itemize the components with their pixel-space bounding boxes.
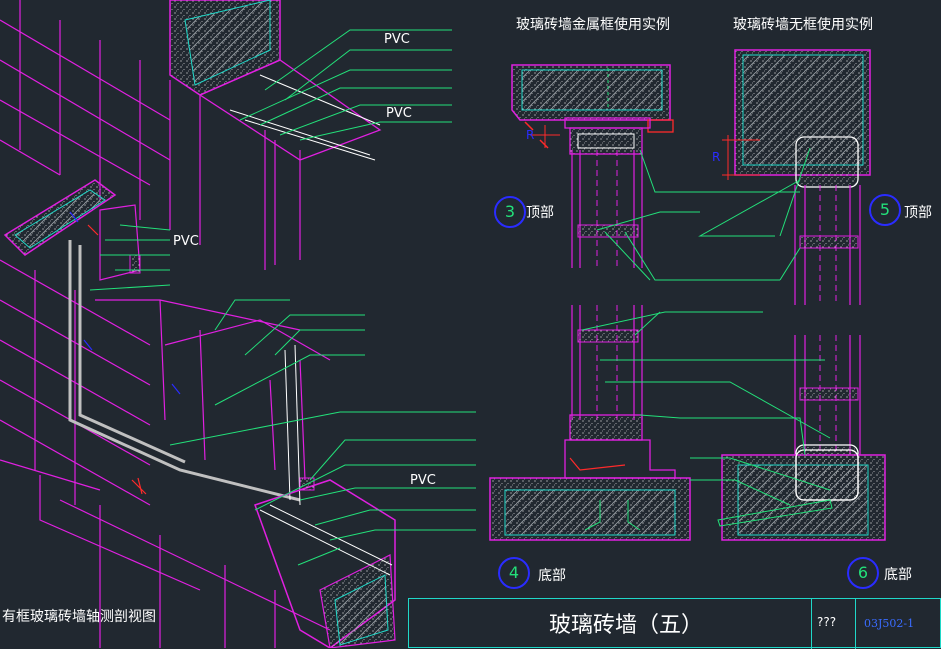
pvc-label: PVC: [384, 32, 410, 47]
metal-frame-heading: 玻璃砖墙金属框使用实例: [516, 17, 670, 33]
bottom-slab: [254, 477, 396, 648]
detail-number-5: 5: [869, 194, 901, 226]
detail-number-6: 6: [847, 557, 879, 589]
detail-3-metal-frame-top: [511, 64, 674, 268]
top-slab: [169, 0, 382, 270]
title-block-divider: [855, 599, 856, 649]
pvc-label: PVC: [410, 473, 436, 488]
pvc-label: PVC: [173, 234, 199, 249]
detail-label-5: 顶部: [904, 205, 932, 221]
detail-5-frameless-top: [722, 49, 871, 305]
detail-label-3: 顶部: [526, 205, 554, 221]
title-block: 玻璃砖墙（五） ??? 03J502-1: [408, 598, 941, 649]
axonometric-leader-lines: [89, 29, 476, 566]
detail-leader-lines: [581, 147, 831, 506]
detail-label-6: 底部: [884, 567, 912, 583]
axonometric-view: [0, 0, 476, 648]
frameless-heading: 玻璃砖墙无框使用实例: [733, 17, 873, 33]
axonometric-caption: 有框玻璃砖墙轴测剖视图: [2, 609, 156, 625]
pvc-label: PVC: [386, 106, 412, 121]
detail-6-frameless-bottom: [717, 335, 886, 541]
dimension-label: R: [526, 128, 535, 142]
detail-4-metal-frame-bottom: [489, 305, 691, 541]
sheet-title: 玻璃砖墙（五）: [549, 613, 704, 638]
mid-slab: [3, 179, 331, 506]
title-block-placeholder: ???: [817, 615, 837, 629]
title-block-divider: [811, 599, 812, 649]
dimension-label: R: [712, 150, 721, 164]
detail-label-4: 底部: [538, 568, 566, 584]
detail-number-4: 4: [498, 557, 530, 589]
atlas-code: 03J502-1: [864, 617, 915, 630]
axonometric-blue-marks: [69, 211, 181, 395]
detail-number-3: 3: [494, 196, 526, 228]
axonometric-dimension-marks: [87, 224, 147, 495]
